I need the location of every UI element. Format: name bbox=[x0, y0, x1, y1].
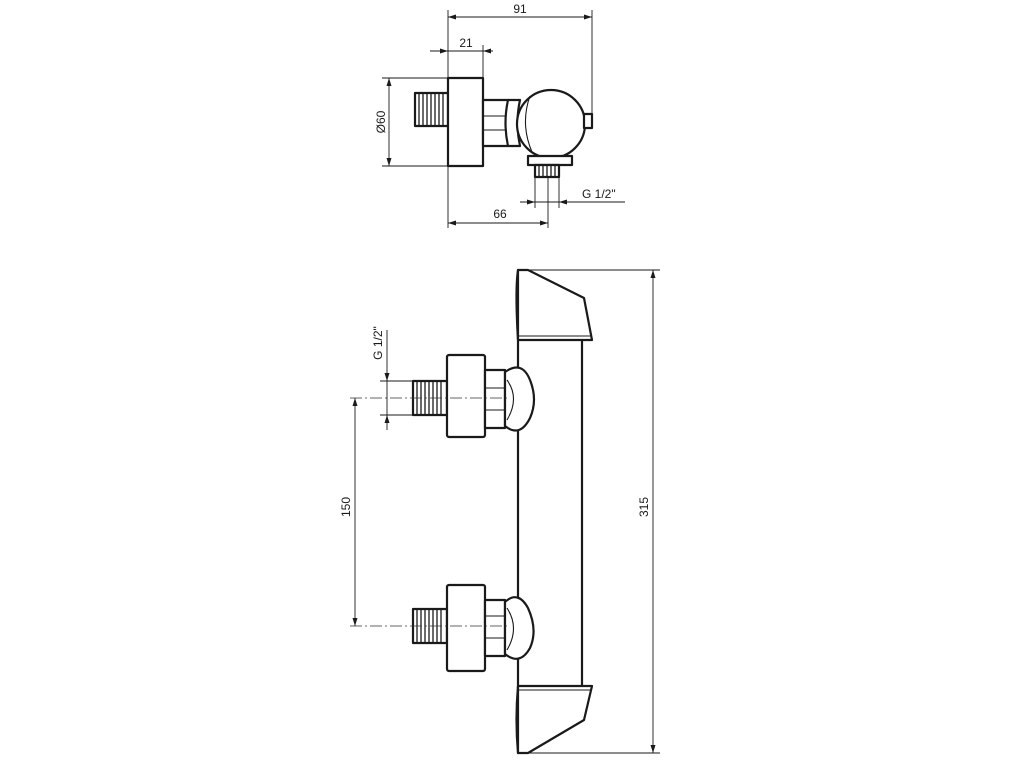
top-neck bbox=[481, 98, 510, 148]
top-knob-tip bbox=[582, 112, 594, 130]
top-union bbox=[504, 98, 522, 148]
top-inlet-thread bbox=[413, 91, 450, 128]
dim-91-label: 91 bbox=[513, 2, 527, 16]
dim-315: 315 bbox=[528, 269, 660, 754]
dim-91: 91 bbox=[447, 2, 593, 114]
dim-inlet-thread: G 1/2" bbox=[371, 326, 413, 430]
dim-21-label: 21 bbox=[459, 36, 473, 50]
top-flange bbox=[446, 76, 485, 168]
top-outlet bbox=[526, 154, 574, 179]
dim-66: 66 bbox=[447, 166, 549, 228]
front-lower-inlet bbox=[411, 583, 535, 673]
front-upper-inlet bbox=[411, 353, 536, 439]
top-body-circle bbox=[515, 88, 587, 160]
top-view: 91 21 Ø60 66 bbox=[374, 2, 625, 228]
front-body bbox=[515, 268, 594, 755]
dim-150-label: 150 bbox=[339, 497, 353, 517]
dim-outlet-thread: G 1/2" bbox=[520, 177, 625, 208]
dim-150: 150 bbox=[339, 398, 358, 626]
dim-315-label: 315 bbox=[637, 497, 651, 517]
dim-21: 21 bbox=[430, 36, 493, 100]
dim-diameter-60-label: Ø60 bbox=[374, 110, 388, 133]
dim-66-label: 66 bbox=[493, 207, 507, 221]
dim-diameter-60: Ø60 bbox=[374, 77, 448, 167]
front-view: G 1/2" 150 315 bbox=[339, 268, 660, 755]
dim-outlet-thread-label: G 1/2" bbox=[582, 187, 616, 201]
dim-inlet-thread-label: G 1/2" bbox=[371, 326, 385, 360]
